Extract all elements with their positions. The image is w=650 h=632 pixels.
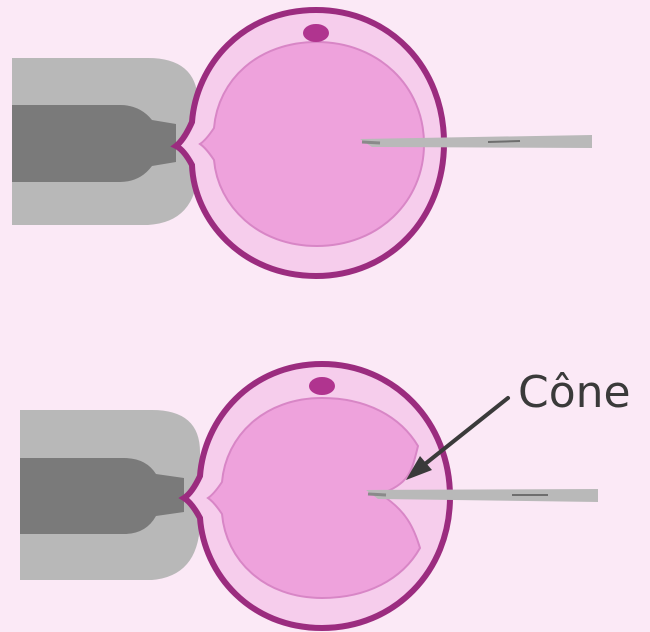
top-needle-tip-shade bbox=[362, 142, 380, 143]
bottom-panel: Cône bbox=[20, 364, 631, 628]
top-needle-sperm-mark bbox=[488, 141, 520, 142]
top-holding-pipette bbox=[12, 58, 198, 225]
top-polar-body bbox=[303, 24, 329, 42]
bottom-polar-body bbox=[309, 377, 335, 395]
top-panel bbox=[12, 10, 592, 276]
cone-label: Cône bbox=[518, 367, 631, 418]
bottom-needle-tip-shade bbox=[368, 494, 386, 495]
bottom-holding-pipette bbox=[20, 410, 200, 580]
